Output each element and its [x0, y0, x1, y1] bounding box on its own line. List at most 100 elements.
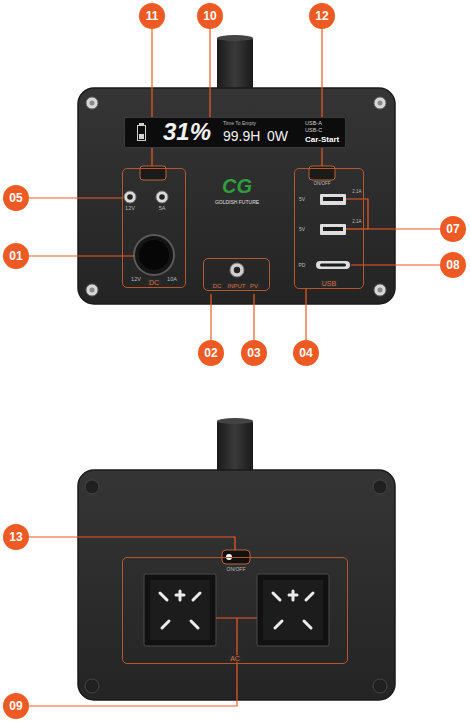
display-readout: 99.9H	[223, 129, 260, 143]
callout-number: 12	[315, 10, 328, 22]
callout-circle: 01	[3, 243, 29, 269]
socket-face	[263, 580, 323, 640]
callout-circle: 10	[197, 3, 223, 29]
ac-socket	[144, 574, 216, 646]
ac-socket	[257, 574, 329, 646]
screw	[86, 284, 98, 296]
car-socket-inner	[139, 240, 169, 270]
handle-top	[217, 418, 253, 424]
handle-top	[217, 35, 253, 41]
panel-label: DC	[211, 283, 224, 289]
callout-number: 10	[203, 10, 216, 22]
socket-slots	[273, 591, 313, 628]
dc-socket-hole	[127, 194, 133, 200]
slot	[193, 593, 200, 600]
callout-number: 04	[299, 347, 312, 359]
socket-face	[150, 580, 210, 640]
slot	[191, 621, 198, 628]
callout-number: 02	[204, 347, 217, 359]
callout-number: 05	[9, 192, 22, 204]
port-panel: INPUTDC PV	[203, 258, 270, 291]
port-label: 12V	[125, 206, 135, 212]
port-label: 5V	[299, 197, 305, 202]
corner-foot	[373, 679, 387, 693]
display-readout: 31%	[163, 120, 211, 144]
slot	[176, 594, 184, 597]
corner-foot	[85, 679, 99, 693]
display-readout: USB-A	[305, 121, 322, 127]
leader-line	[29, 618, 237, 706]
callout-number: 13	[9, 531, 22, 543]
screw	[86, 97, 98, 109]
callout-number: 03	[247, 347, 260, 359]
callout-circle: 12	[309, 3, 335, 29]
slot	[306, 593, 313, 600]
input-jack	[230, 263, 244, 277]
display-readout: Car-Start	[305, 136, 339, 144]
port-label: ON/OFF	[314, 182, 331, 187]
leader-line	[253, 294, 254, 340]
panel-label: AC	[228, 655, 242, 662]
callout-circle: 09	[3, 693, 29, 719]
screws	[86, 97, 386, 296]
usb-a-slot	[323, 197, 343, 201]
callout-number: 01	[9, 250, 22, 262]
slot	[304, 621, 311, 628]
front-view	[78, 35, 395, 304]
screw-head	[378, 101, 383, 106]
device-body	[78, 88, 395, 304]
callout-number: 08	[446, 259, 459, 271]
corner-foot	[85, 480, 99, 494]
dc-socket	[156, 191, 168, 203]
dc-socket	[124, 191, 136, 203]
leader-line	[209, 29, 210, 117]
car-socket	[134, 235, 174, 275]
usb-c-slot	[320, 264, 346, 267]
usb-a-slot	[323, 227, 343, 231]
socket-frame	[144, 574, 216, 646]
leader-line	[305, 289, 306, 340]
brand-logo: CG	[222, 176, 252, 196]
callout-number: 11	[146, 10, 159, 22]
port-label: 5A	[159, 206, 166, 212]
screw-head	[90, 288, 95, 293]
callout-circle: 02	[198, 340, 224, 366]
port-label: 10A	[167, 277, 177, 283]
leader-line	[210, 294, 211, 340]
input-jack-hole	[234, 267, 240, 273]
corner-foot	[373, 480, 387, 494]
lcd-display: 31%Time To Empty99.9H0WUSB-AUSB-CCar-Sta…	[124, 117, 346, 148]
port-label: 2.1A	[352, 220, 361, 225]
panel-label: DC	[147, 279, 161, 286]
leader-line	[216, 617, 257, 618]
handle	[217, 420, 253, 476]
panel-label: INPUT	[226, 283, 248, 289]
port-panel: AC	[122, 557, 348, 664]
panel-label: PV	[248, 283, 260, 289]
socket-frame	[257, 574, 329, 646]
slot	[275, 621, 282, 628]
battery-cap	[139, 123, 144, 125]
slot	[289, 594, 297, 597]
port-label: PD	[299, 263, 306, 268]
callout-circle: 07	[440, 216, 466, 242]
port-label: ON/OFF	[227, 567, 246, 572]
slot	[162, 621, 169, 628]
callout-circle: 08	[440, 252, 466, 278]
callout-circle: 11	[139, 3, 165, 29]
callout-number: 07	[446, 223, 459, 235]
brand-name: GOLDISH FUTURE	[215, 200, 259, 205]
battery-level	[139, 134, 144, 139]
display-readout: Time To Empty	[223, 121, 256, 126]
port-panel: DC	[122, 168, 186, 288]
screw	[374, 97, 386, 109]
display-readout: USB-C	[305, 128, 322, 134]
back-view	[78, 418, 395, 700]
leader-line	[351, 264, 440, 265]
callout-circle: 04	[293, 340, 319, 366]
port-label: 5V	[299, 227, 305, 232]
port-label: 2.1A	[352, 190, 361, 195]
